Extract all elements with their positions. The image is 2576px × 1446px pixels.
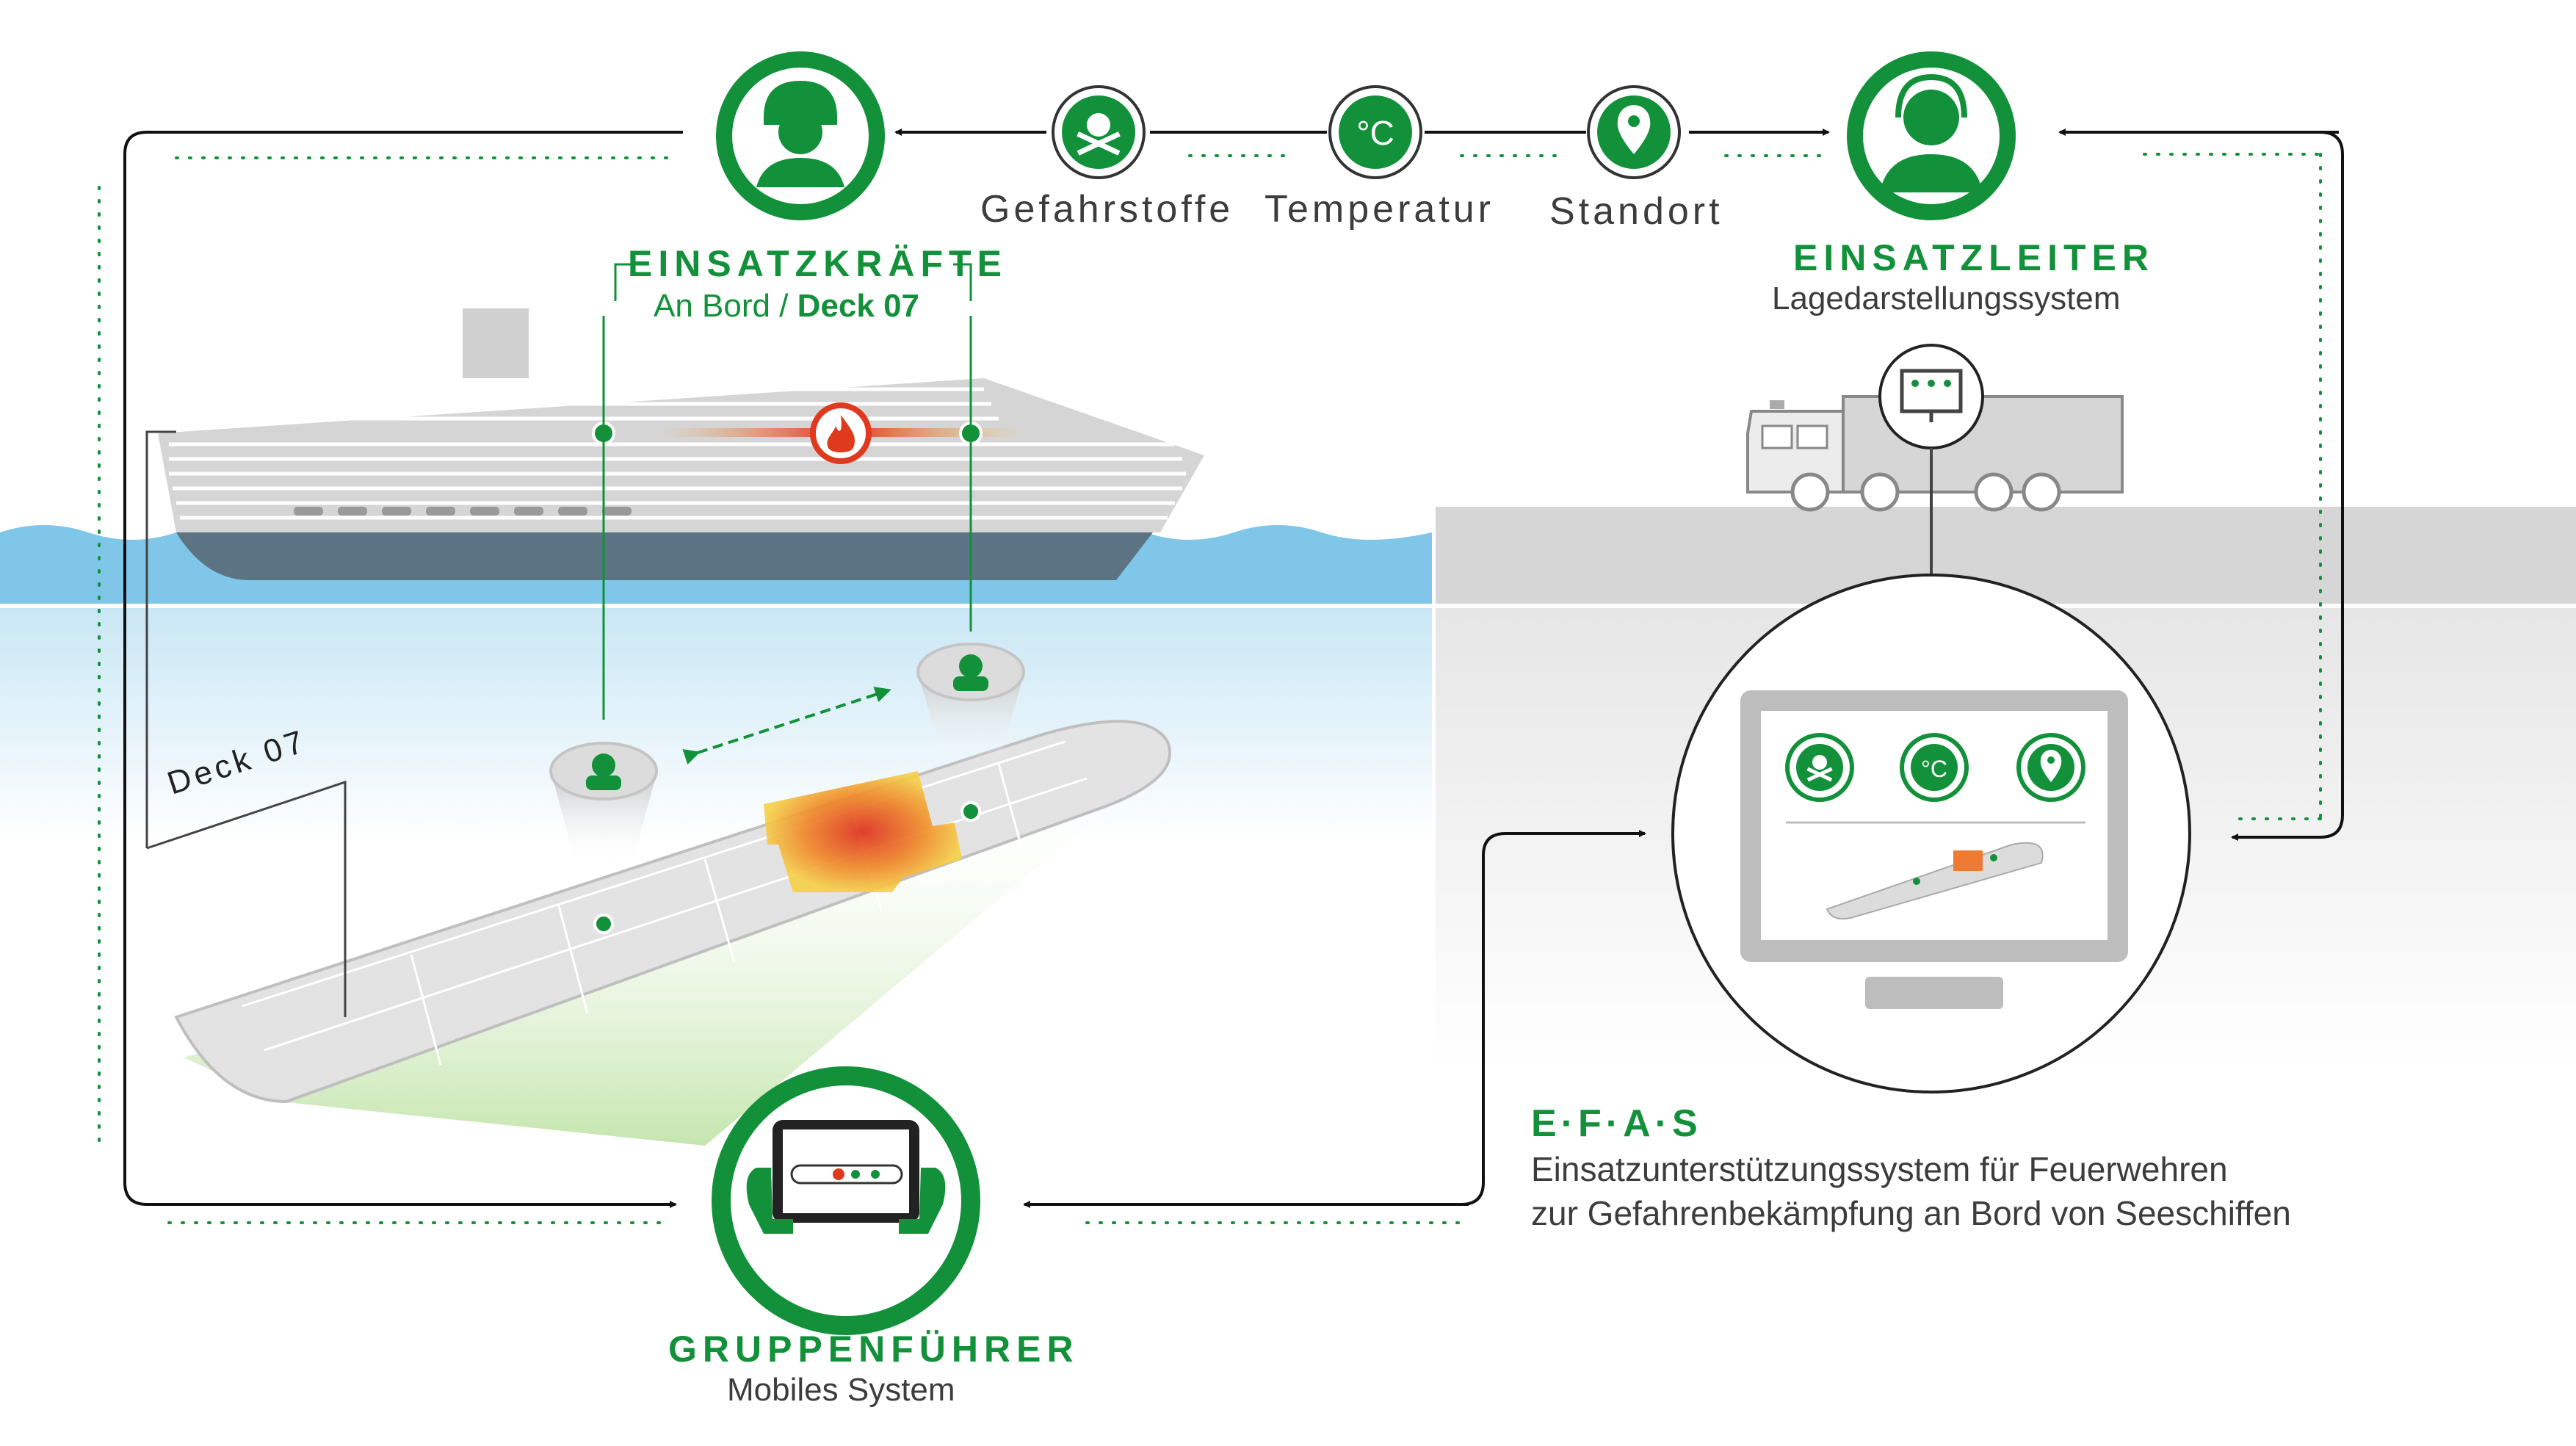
commander-title: EINSATZLEITER — [1793, 237, 2154, 278]
firefighter-icon — [953, 654, 988, 691]
temperature-icon: °C — [1921, 756, 1947, 782]
deck-crew-dot — [593, 914, 614, 934]
sensor-label-hazmat: Gefahrstoffe — [980, 188, 1234, 231]
tablet-hands-icon — [746, 1120, 946, 1234]
headset-operator-icon — [1880, 73, 1983, 192]
firefighter-icon — [586, 753, 621, 790]
sensor-location — [1587, 85, 1681, 179]
crew-hub-icon — [716, 51, 885, 220]
deck-label-callout — [145, 430, 347, 1017]
location-pin-icon — [2040, 750, 2062, 782]
skull-crossbones-icon — [1077, 113, 1121, 156]
crew-subtitle: An Bord / Deck 07 — [654, 288, 919, 325]
fire-icon — [810, 402, 872, 464]
group-leader-subtitle: Mobiles System — [727, 1372, 955, 1408]
ship-hull — [176, 532, 1153, 580]
fire-truck — [1746, 344, 2124, 617]
crew-subtitle-deck: Deck 07 — [797, 288, 920, 324]
crew-marker-1 — [549, 742, 658, 867]
crew-link-arrow — [682, 687, 891, 765]
commander-hub-icon — [1847, 51, 2016, 220]
crew-label-bracket — [602, 263, 972, 720]
crew-marker-2 — [916, 643, 1025, 764]
crew-title: EINSATZKRÄFTE — [628, 243, 1007, 284]
sensor-label-temperature: Temperatur — [1265, 188, 1494, 231]
efas-description-line2: zur Gefahrenbekämpfung an Bord von Seesc… — [1531, 1194, 2291, 1232]
group-leader-title: GRUPPENFÜHRER — [668, 1328, 1079, 1370]
connection-lines — [123, 129, 2344, 1208]
commander-subtitle: Lagedarstellungssystem — [1772, 281, 2121, 317]
sensor-hazmat — [1052, 85, 1146, 179]
efas-title: E·F·A·S — [1531, 1102, 1702, 1145]
temperature-icon: °C — [1356, 114, 1394, 152]
cruise-ship — [158, 308, 1204, 580]
group-leader-hub-icon — [712, 1066, 980, 1335]
efas-description-line1: Einsatzunterstützungssystem für Feuerweh… — [1531, 1150, 2228, 1188]
skull-crossbones-icon — [1806, 755, 1833, 782]
deck-heat-zone — [764, 771, 962, 892]
deck-plan — [174, 643, 1172, 1146]
sensor-label-location: Standort — [1549, 190, 1723, 233]
dotted-lines — [98, 153, 2322, 1224]
lage-display-monitor: °C — [1671, 574, 2191, 1093]
deck-crew-dot — [960, 801, 981, 822]
location-pin-icon — [1617, 105, 1651, 154]
firefighter-icon — [756, 81, 844, 187]
sensor-temperature: °C — [1328, 85, 1422, 179]
crew-subtitle-prefix: An Bord / — [654, 288, 797, 324]
